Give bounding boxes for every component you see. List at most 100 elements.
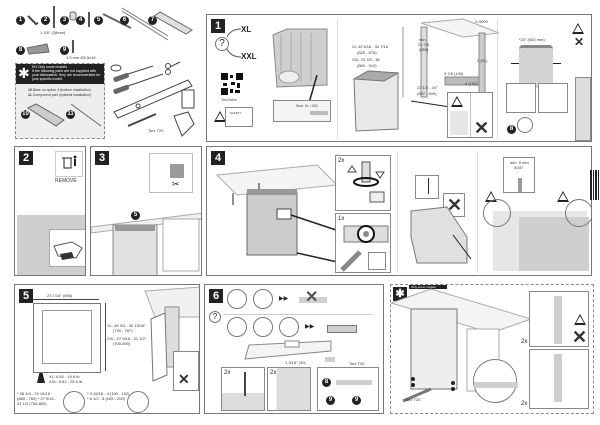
count-2x: 2x	[338, 158, 345, 164]
dishwasher-rating-label-illustration	[272, 28, 328, 104]
install-dishwasher-illustration	[215, 164, 352, 266]
scissors-icon	[165, 61, 181, 75]
height-xl-mm: (730 - 787)	[113, 328, 133, 333]
part-badge-9: 9	[60, 46, 69, 55]
dishwasher-insert-illustration	[410, 206, 472, 264]
weight-icon	[37, 373, 45, 383]
height-line	[105, 303, 106, 371]
gap-detail-label: min. 5 mm	[510, 160, 529, 165]
optional-title: Only some models	[411, 285, 436, 289]
arrow-right	[553, 63, 561, 64]
step-5-panel: 5 23 7/16" (596) XL: 28 3/4 - 30 15/16" …	[14, 284, 200, 414]
optional-title: EN Only some models	[32, 65, 67, 69]
bracket-part-icon	[327, 325, 357, 333]
part-5-strip-icon	[102, 13, 132, 29]
step-5-number: 5	[19, 289, 33, 303]
tape-strip	[170, 164, 184, 178]
qr-caption: YouTube	[221, 97, 237, 102]
optional-row-11-num: 11	[28, 93, 32, 97]
tools-illustration	[110, 61, 195, 137]
warning-icon	[214, 111, 226, 122]
detail-circle-left	[63, 391, 85, 413]
part-badge-11: 11	[66, 110, 75, 119]
gap-detail-box: min. 5 mm 3/16"	[503, 157, 535, 193]
parts-area: 1 2 1 1/8" (28mm) 3 4 5 6 7 8 9 1.5 mm Ø…	[0, 0, 200, 140]
leveling-foot-detail: 2x	[335, 155, 391, 211]
down-arrow	[428, 178, 429, 194]
prohibited-x-icon: ✕	[305, 289, 319, 306]
clip-part	[325, 357, 335, 362]
door-inner-frame	[42, 310, 92, 364]
count-a: 2x	[224, 370, 231, 376]
divider	[497, 19, 498, 139]
warning-icon	[572, 23, 584, 34]
dim-xxl-mm: (860 - 915)	[357, 63, 377, 68]
question-circle: ?	[215, 37, 229, 51]
prohibited-x-icon: ✕	[574, 35, 585, 45]
optional-row-10-text: Base on option 4 (bottom installation)	[32, 88, 91, 92]
star-badge: ✱	[393, 287, 407, 301]
part-badge-7: 7	[148, 16, 157, 25]
dim-door: *23" (600 mm)	[519, 37, 545, 42]
prohibited-x-icon: ✕	[474, 118, 490, 138]
dim-small: 4 (102)	[465, 81, 478, 86]
torx-label: Torx T20	[349, 361, 365, 366]
hand-icon	[53, 241, 83, 260]
option-b3-circle	[279, 317, 299, 337]
panel-width: 23 7/16" (596)	[47, 293, 73, 298]
size-xl-label: XL	[241, 25, 252, 34]
rotate-foot-icon	[347, 161, 385, 203]
step-2-number: 2	[19, 151, 33, 165]
part-9-label: 1.5 mm Ø3.5x16	[66, 55, 96, 60]
screw-detail-b: 2x	[267, 367, 311, 411]
option-a1-circle	[227, 289, 247, 309]
dim-gap2: 3 7/8 (100)	[444, 71, 464, 76]
dim-depth-mm: (555)	[419, 47, 429, 52]
door-panel-drawing	[33, 303, 101, 373]
step3-badge: 5	[131, 211, 140, 220]
screw-detail-circle	[517, 117, 533, 133]
part-badge-6: 6	[120, 16, 129, 25]
size-connector-lines	[226, 28, 242, 58]
arrow-icon: ▶▶	[279, 296, 289, 302]
side-rail	[554, 354, 562, 402]
note-left: * 28 3/4 - 29 15/16 (660 - 760) * 27 9/1…	[17, 391, 57, 406]
tape-detail-box: ✂	[149, 153, 193, 193]
option-b1-circle	[227, 317, 247, 337]
remove-icon-box	[55, 151, 83, 177]
dim-depth: 21 7/8	[418, 42, 430, 47]
size-xxl-label: XXL	[241, 52, 257, 61]
side-trim-illustration	[575, 77, 591, 141]
panel-template-illustration	[244, 340, 332, 360]
screwdriver-icon	[113, 65, 154, 82]
count-b: 2x	[270, 370, 277, 376]
dim-gap: 2 (51)	[477, 58, 488, 63]
part-10-base-icon	[26, 103, 65, 127]
divider	[477, 151, 478, 273]
top-screw-detail	[415, 175, 439, 199]
hinge-detail	[450, 111, 468, 135]
optional-header: ✱ EN Only some models If the following p…	[16, 64, 104, 84]
door-panel-illustration	[519, 45, 553, 88]
optional-parts-box: ✱ EN Only some models If the following p…	[15, 63, 105, 139]
prohibited-x-icon: ✕	[447, 195, 463, 215]
rating-label-title: Size: XL / XXL	[296, 104, 319, 108]
warning-icon	[451, 96, 463, 107]
no-tool-warning-box: ✕	[570, 23, 590, 45]
question-circle: ?	[209, 311, 221, 323]
rating-label-bar	[310, 111, 328, 115]
prohibited-x-icon: ✕	[572, 327, 588, 347]
part-9-screw-icon	[72, 40, 74, 53]
part-7-panel-icon	[153, 11, 193, 35]
detail-circle-right	[127, 391, 149, 413]
count-a: 2x	[521, 339, 528, 345]
side-screw-detail-b	[529, 349, 589, 409]
height-xxl: XXL: 27 9/16 - 31 1/2"	[107, 336, 147, 341]
screwdriver-2-icon	[113, 73, 164, 94]
remove-label: REMOVE	[55, 178, 77, 184]
step1-badge: 8	[507, 125, 516, 134]
optional-row-10-num: 10	[28, 88, 32, 92]
divider	[223, 314, 373, 315]
dim-width: 23 1/2 - 24"	[417, 85, 438, 90]
part-badge-8: 8	[16, 46, 25, 55]
